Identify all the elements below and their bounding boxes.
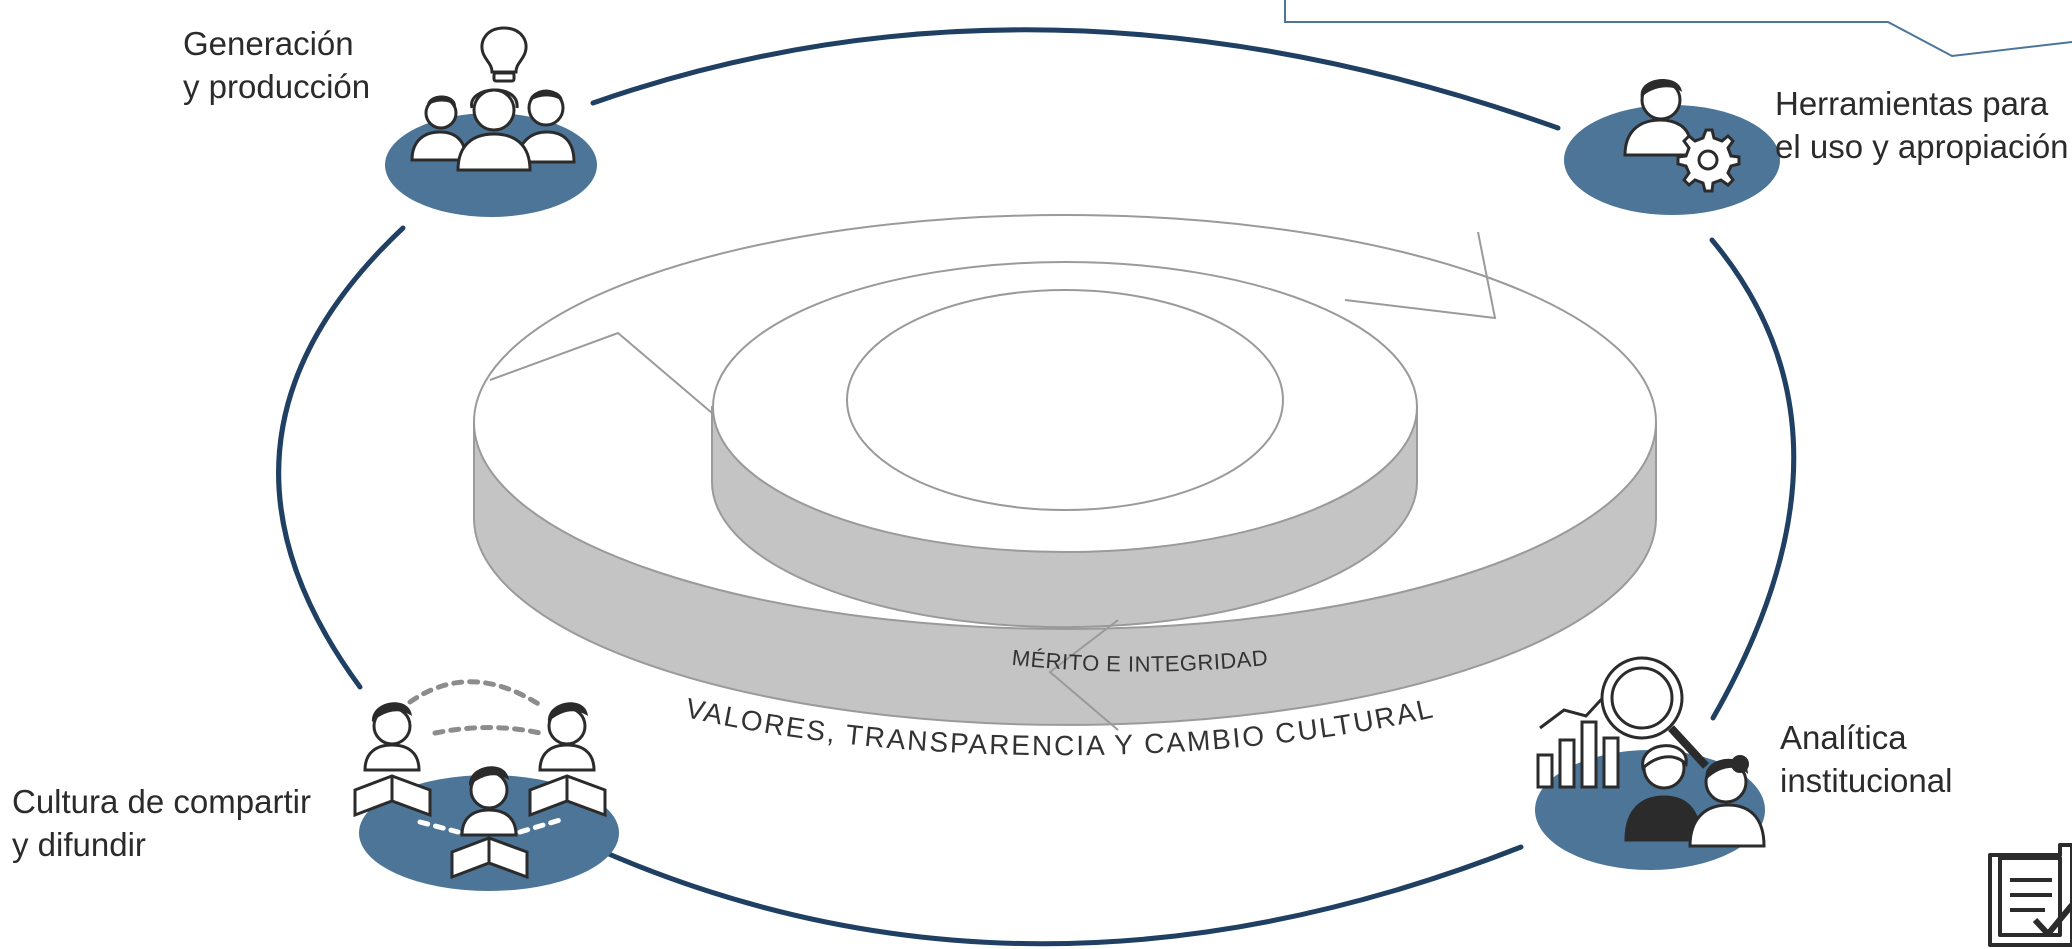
document-check-icon [1988,843,2072,947]
node-label-line: Herramientas para [1775,85,2049,122]
node-label-line: institucional [1780,762,1953,799]
node-label-cultura: Cultura de compartir y difundir [12,780,311,866]
callout-outline [1284,0,2072,58]
node-label-generacion: Generación y producción [183,22,370,108]
node-label-line: Analítica [1780,719,1907,756]
node-label-line: Generación [183,25,354,62]
arc-left [276,225,406,690]
people-lightbulb-icon [385,26,597,217]
person-gear-icon [1564,79,1780,215]
inner-disc [711,261,1418,629]
node-label-herramientas: Herramientas para el uso y apropiación [1775,82,2069,168]
ring-dividers [489,231,1497,731]
arc-top [590,27,1561,131]
people-sharing-books-icon [353,679,619,891]
node-label-line: y difundir [12,826,146,863]
arc-bottom [592,844,1524,947]
node-label-analitica: Analítica institucional [1780,716,1952,802]
cycle-arcs [276,27,1797,947]
node-label-line: Cultura de compartir [12,783,311,820]
node-label-line: el uso y apropiación [1775,128,2069,165]
node-label-line: y producción [183,68,371,105]
arc-right [1709,237,1797,721]
analytics-magnifier-icon [1535,656,1766,870]
